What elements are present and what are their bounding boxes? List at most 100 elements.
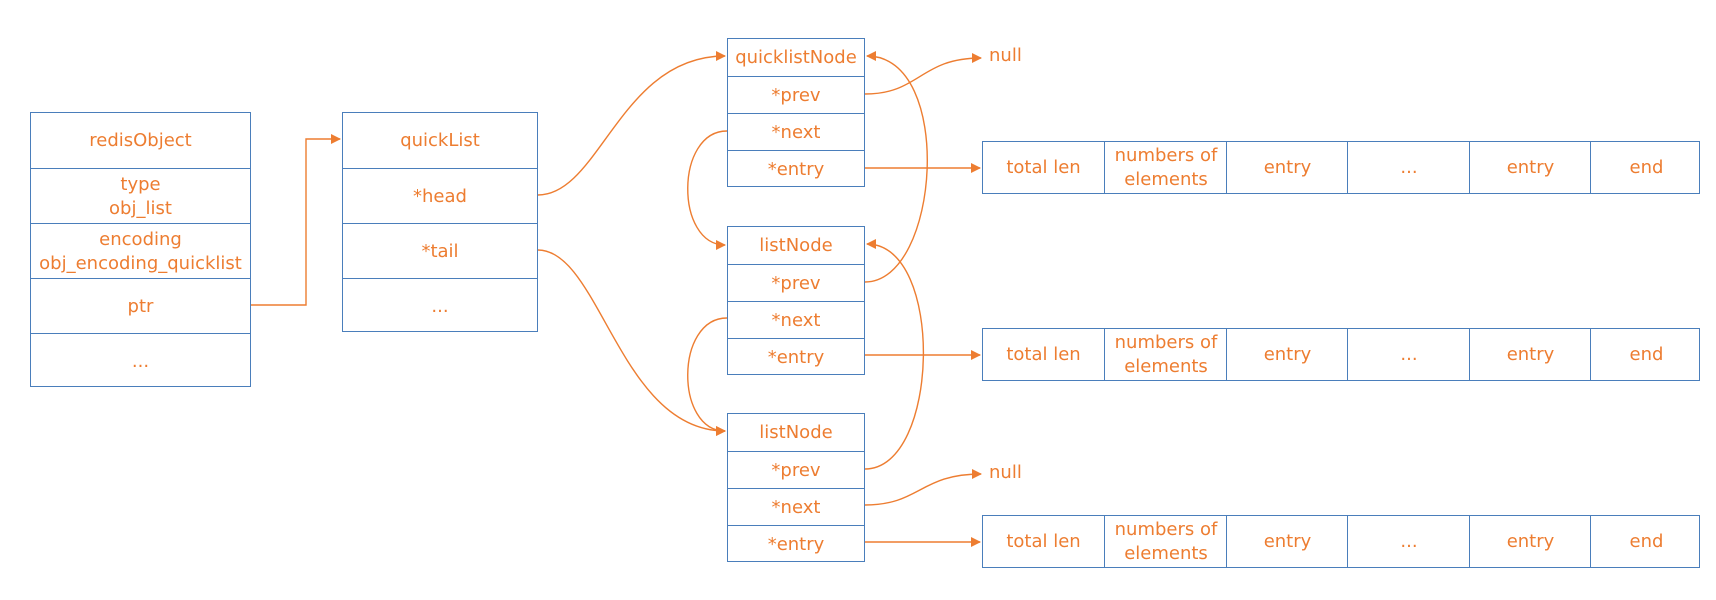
encoding-value: obj_encoding_quicklist [39,252,242,274]
ziplist-entry: entry [1469,142,1591,193]
list-node-1: listNode *prev *next *entry [727,226,865,375]
node-entry: *entry [767,347,825,368]
entry-text: entry [1263,530,1312,552]
node-prev: *prev [771,84,821,106]
ziplist-total-len: total len [983,142,1104,193]
quicklist-box: quickList *head *tail ... [342,112,538,332]
num-line2: elements [1124,168,1208,190]
arrow-node0-next-to-node1 [687,130,728,250]
ptr-label: ptr [127,295,154,317]
node-next-cell: *next [728,488,864,526]
node-next: *next [771,496,821,518]
list-node-2: listNode *prev *next *entry [727,413,865,562]
num-line1: numbers of [1114,518,1218,540]
ziplist-end: end [1590,142,1702,193]
ellipsis-text: ... [1400,343,1418,365]
ellipsis-text: ... [1400,156,1418,178]
num-line1: numbers of [1114,331,1218,353]
node-next: *next [771,121,821,143]
arrow-node1-prev-to-node0 [864,51,928,283]
ziplist-end: end [1590,516,1702,567]
node-next: *next [771,309,821,331]
ziplist-ellipsis: ... [1347,142,1470,193]
arrow-head-to-node0 [537,51,726,196]
ziplist-ellipsis: ... [1347,516,1470,567]
node-next-cell: *next [728,301,864,339]
quicklist-ellipsis: ... [431,295,449,317]
node-prev-cell: *prev [728,264,864,302]
end-text: end [1629,343,1664,365]
total-len-text: total len [1006,530,1081,552]
node-entry-cell: *entry [728,525,864,564]
node-title: quicklistNode [728,39,864,76]
node-next-cell: *next [728,113,864,151]
type-label: type [120,173,161,195]
num-line2: elements [1124,542,1208,564]
arrow-tail-to-node2 [537,249,726,436]
redis-object-title-text: redisObject [89,129,192,151]
total-len-text: total len [1006,343,1081,365]
redis-object-box: redisObject type obj_list encoding obj_e… [30,112,251,387]
null-label-bottom: null [989,462,1022,483]
entry-text: entry [1506,343,1555,365]
node-entry-cell: *entry [728,338,864,377]
ellipsis-text: ... [1400,530,1418,552]
node-prev: *prev [771,459,821,481]
redis-object-encoding-cell: encoding obj_encoding_quicklist [31,223,250,279]
quicklist-title-text: quickList [400,129,480,151]
arrow-node0-prev-to-null [864,53,982,95]
ziplist-total-len: total len [983,516,1104,567]
arrow-node2-prev-to-node1 [864,239,925,470]
node-entry-cell: *entry [728,150,864,189]
node-entry: *entry [767,534,825,555]
ziplist-entry: entry [1469,329,1591,380]
quicklist-head-cell: *head [343,168,537,224]
ziplist-entry: entry [1226,329,1348,380]
node-title-text: listNode [759,421,833,443]
arrow-node1-next-to-node2 [687,317,728,436]
total-len-text: total len [1006,156,1081,178]
node-title: listNode [728,414,864,451]
quicklist-tail-cell: *tail [343,223,537,279]
head-pointer: *head [413,185,467,207]
redis-object-type-cell: type obj_list [31,168,250,224]
node-entry: *entry [767,159,825,180]
node-title-text: listNode [759,234,833,256]
ziplist-entry: entry [1226,516,1348,567]
node-title: listNode [728,227,864,264]
node-prev: *prev [771,272,821,294]
redis-object-ptr-cell: ptr [31,278,250,334]
end-text: end [1629,530,1664,552]
entry-text: entry [1506,530,1555,552]
node-prev-cell: *prev [728,451,864,489]
redis-object-more-cell: ... [31,333,250,389]
num-line1: numbers of [1114,144,1218,166]
entry-text: entry [1506,156,1555,178]
ziplist-ellipsis: ... [1347,329,1470,380]
tail-pointer: *tail [421,240,459,262]
node-title-text: quicklistNode [735,46,857,68]
entry-text: entry [1263,156,1312,178]
ziplist-entry: entry [1226,142,1348,193]
node-prev-cell: *prev [728,76,864,114]
quicklist-more-cell: ... [343,278,537,334]
ziplist-entry: entry [1469,516,1591,567]
redis-object-ellipsis: ... [131,350,150,372]
arrow-node2-next-to-null [864,469,982,506]
ziplist-total-len: total len [983,329,1104,380]
entry-text: entry [1263,343,1312,365]
ziplist-end: end [1590,329,1702,380]
redis-object-title: redisObject [31,113,250,168]
quicklist-node-0: quicklistNode *prev *next *entry [727,38,865,187]
arrow-ptr-to-quicklist [251,134,341,306]
encoding-label: encoding [99,228,182,250]
end-text: end [1629,156,1664,178]
